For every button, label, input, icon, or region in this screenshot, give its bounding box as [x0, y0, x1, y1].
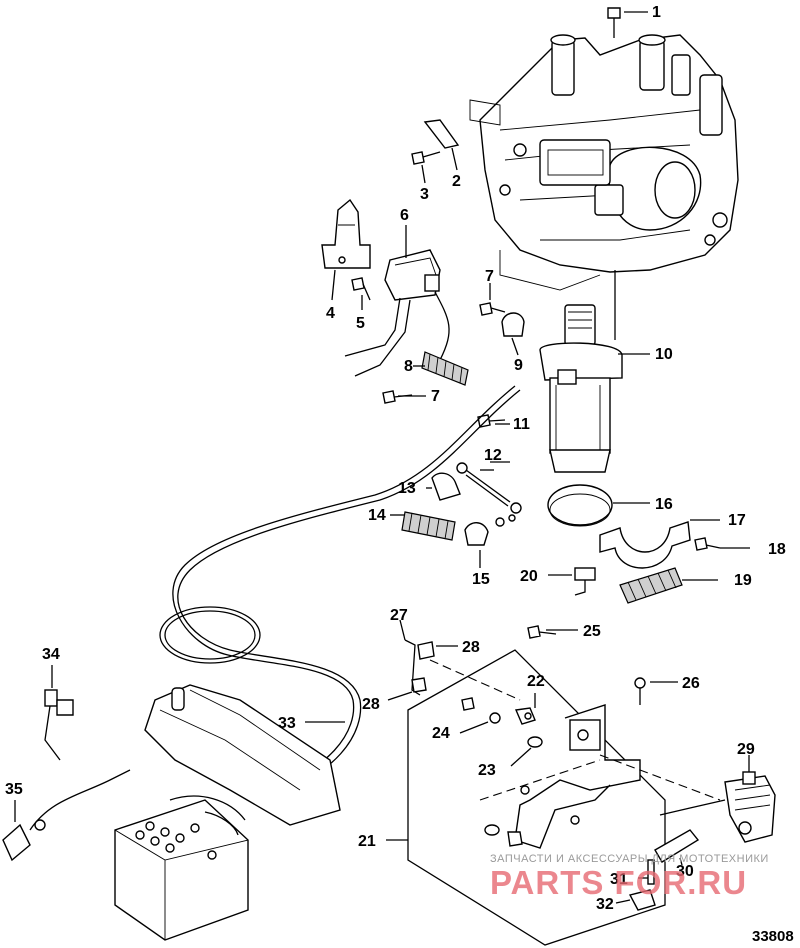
screw-11 [477, 414, 506, 428]
callout-27: 27 [390, 607, 408, 624]
callout-7-upper: 7 [485, 268, 494, 285]
callout-19: 19 [734, 572, 752, 589]
boot-8 [421, 351, 469, 386]
cap-9 [501, 312, 525, 337]
callout-1: 1 [652, 4, 661, 21]
terminal-20 [574, 567, 596, 596]
callout-6: 6 [400, 207, 409, 224]
callout-11: 11 [513, 416, 530, 433]
callout-15: 15 [472, 571, 490, 588]
kill-switch-29 [659, 771, 776, 843]
callout-18: 18 [768, 541, 786, 558]
bracket-4 [321, 198, 371, 269]
callout-33: 33 [278, 715, 296, 732]
throttle-bracket [479, 704, 721, 849]
lanyard-clip-30 [654, 829, 700, 863]
cap-15 [464, 522, 489, 546]
callout-17: 17 [728, 512, 746, 529]
callout-13: 13 [398, 480, 416, 497]
link-rod-27 [404, 639, 421, 696]
callout-24: 24 [432, 725, 450, 742]
battery-tray [144, 684, 341, 826]
screw-26 [634, 677, 646, 705]
callout-31: 31 [610, 871, 628, 888]
relay-module-6 [344, 249, 450, 377]
washer-23 [527, 736, 543, 748]
callout-16: 16 [655, 496, 673, 513]
bolt-1 [607, 7, 621, 38]
clip-32 [628, 889, 656, 911]
callout-34: 34 [42, 646, 60, 663]
callout-32: 32 [596, 896, 614, 913]
battery [114, 795, 249, 941]
screw-7-lower [382, 390, 413, 404]
callout-25: 25 [583, 623, 601, 640]
clip-28-upper [417, 641, 435, 660]
callout-26: 26 [682, 675, 700, 692]
pin-31 [647, 859, 655, 885]
clip-28-lower [411, 677, 427, 693]
callout-29: 29 [737, 741, 755, 758]
switch-22 [514, 707, 536, 725]
watermark-logo: PARTS FOR.RU [490, 864, 748, 901]
callout-4: 4 [326, 305, 335, 322]
screw-18 [694, 537, 721, 551]
engine-block [469, 34, 739, 291]
callout-22: 22 [527, 673, 545, 690]
callout-5: 5 [356, 315, 365, 332]
screw-3 [411, 151, 441, 165]
callout-9: 9 [514, 357, 523, 374]
screw-5 [351, 277, 371, 301]
starter-motor-10 [539, 304, 623, 473]
callout-12: 12 [484, 447, 502, 464]
screw-7-upper [479, 302, 506, 316]
callout-21: 21 [358, 833, 376, 850]
callout-10: 10 [655, 346, 673, 363]
callout-35: 35 [5, 781, 23, 798]
band-16 [547, 484, 613, 527]
figure-id: 33808 [752, 928, 794, 945]
boot-19 [619, 567, 683, 604]
callout-2: 2 [452, 173, 461, 190]
callout-20: 20 [520, 568, 538, 585]
boot-14 [401, 511, 456, 541]
assembly-frame-21 [407, 649, 666, 946]
cap-13 [431, 472, 461, 501]
callout-7-lower: 7 [431, 388, 440, 405]
cable-12 [456, 462, 522, 514]
callout-8: 8 [404, 358, 413, 375]
callout-30: 30 [676, 863, 694, 880]
screw-24 [461, 697, 501, 724]
callout-28-lower: 28 [362, 696, 380, 713]
callout-23: 23 [478, 762, 496, 779]
connector-34 [44, 689, 74, 761]
callout-14: 14 [368, 507, 386, 524]
connector-35 [2, 769, 131, 862]
callout-3: 3 [420, 186, 429, 203]
clamp-17 [599, 521, 691, 569]
strap-2 [423, 119, 460, 149]
callout-28-upper: 28 [462, 639, 480, 656]
harness-33 [159, 385, 521, 801]
screw-25 [527, 625, 557, 639]
watermark-subtitle: ЗАПЧАСТИ И АКСЕССУАРЫ ДЛЯ МОТОТЕХНИКИ [490, 853, 769, 865]
